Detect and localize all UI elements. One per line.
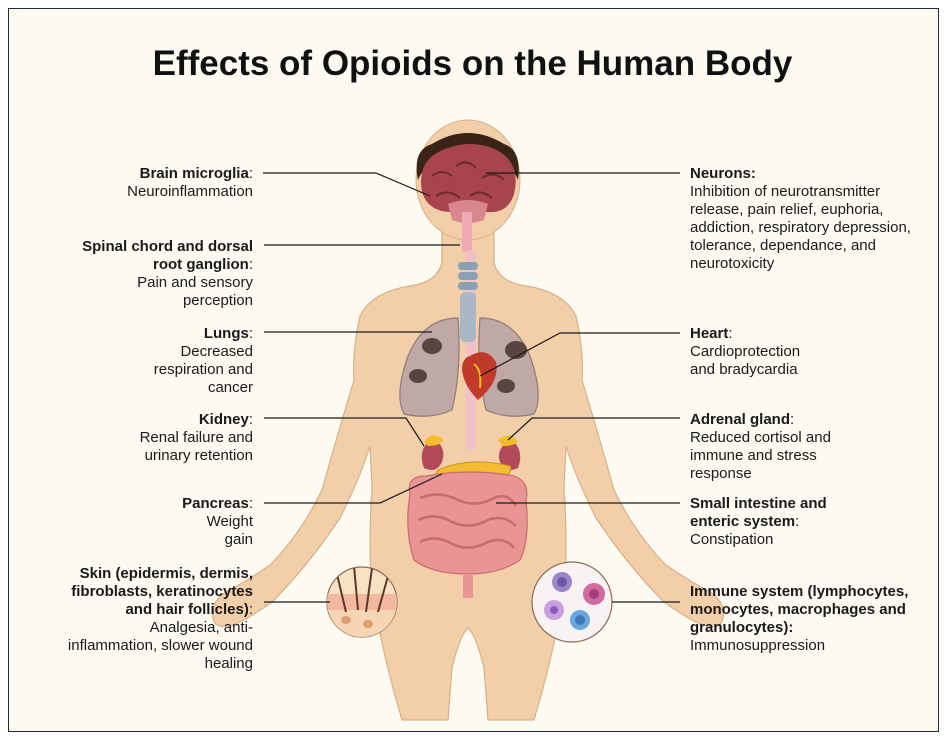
label-lungs-desc: Decreased respiration and cancer <box>123 343 253 397</box>
label-adrenal-term: Adrenal gland <box>690 411 790 428</box>
label-lungs-term: Lungs <box>204 325 249 342</box>
label-brain-term: Brain microglia <box>140 165 249 182</box>
label-skin-term: Skin (epidermis, dermis, fibroblasts, ke… <box>71 565 253 618</box>
label-heart-desc: Cardioprotection and bradycardia <box>690 343 825 379</box>
label-neurons-term: Neurons: <box>690 165 756 182</box>
label-spinal-desc: Pain and sensory perception <box>78 274 253 310</box>
label-immune: Immune system (lymphocytes, monocytes, m… <box>690 583 910 655</box>
label-spinal-term: Spinal chord and dorsal root ganglion <box>82 238 253 273</box>
label-kidney-term: Kidney <box>199 411 249 428</box>
label-pancreas-term: Pancreas <box>182 495 249 512</box>
leader-brain <box>263 173 430 196</box>
label-skin-desc: Analgesia, anti-inflammation, slower wou… <box>63 619 253 673</box>
label-intestine: Small intestine and enteric system: Cons… <box>690 495 840 549</box>
label-kidney-desc: Renal failure and urinary retention <box>133 429 253 465</box>
figure-title: Effects of Opioids on the Human Body <box>0 44 945 84</box>
label-skin: Skin (epidermis, dermis, fibroblasts, ke… <box>43 565 253 673</box>
label-brain-desc: Neuroinflammation <box>23 183 253 201</box>
label-kidney-suffix: : <box>249 411 253 428</box>
label-pancreas-desc: Weight gain <box>195 513 253 549</box>
label-neurons: Neurons: Inhibition of neurotransmitter … <box>690 165 930 273</box>
label-immune-term: Immune system (lymphocytes, monocytes, m… <box>690 583 908 636</box>
label-pancreas-suffix: : <box>249 495 253 512</box>
label-brain: Brain microglia: Neuroinflammation <box>23 165 253 201</box>
label-brain-suffix: : <box>249 165 253 182</box>
label-lungs-suffix: : <box>249 325 253 342</box>
label-pancreas: Pancreas: Weight gain <box>133 495 253 549</box>
label-heart-suffix: : <box>728 325 732 342</box>
immune-cells-inset <box>532 562 612 642</box>
label-lungs: Lungs: Decreased respiration and cancer <box>123 325 253 397</box>
label-adrenal-suffix: : <box>790 411 794 428</box>
label-intestine-term: Small intestine and enteric system <box>690 495 827 530</box>
label-intestine-suffix: : <box>795 513 799 530</box>
label-heart: Heart: Cardioprotection and bradycardia <box>690 325 830 379</box>
label-kidney: Kidney: Renal failure and urinary retent… <box>133 411 253 465</box>
label-adrenal: Adrenal gland: Reduced cortisol and immu… <box>690 411 860 483</box>
label-spinal: Spinal chord and dorsal root ganglion: P… <box>78 238 253 310</box>
label-intestine-desc: Constipation <box>690 531 840 549</box>
label-skin-suffix: : <box>249 601 253 618</box>
label-neurons-desc: Inhibition of neurotransmitter release, … <box>690 183 928 273</box>
label-immune-desc: Immunosuppression <box>690 637 910 655</box>
label-adrenal-desc: Reduced cortisol and immune and stress r… <box>690 429 858 483</box>
label-heart-term: Heart <box>690 325 728 342</box>
label-spinal-suffix: : <box>249 256 253 273</box>
